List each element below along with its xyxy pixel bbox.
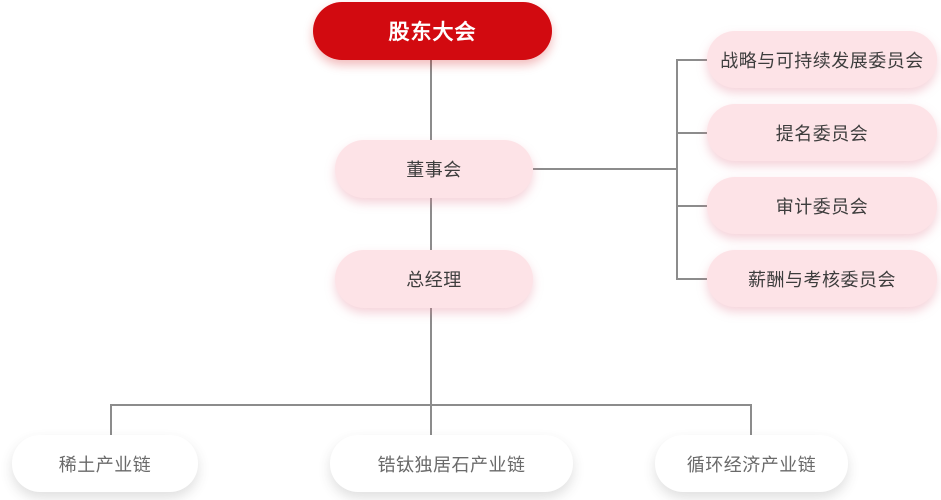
connector-bus-to-chain-2: [430, 404, 432, 435]
node-shareholders-meeting: 股东大会: [313, 2, 552, 60]
connector-bus-to-chain-3: [750, 404, 752, 435]
connector-bracket-vertical: [676, 59, 678, 280]
node-committee-nomination: 提名委员会: [707, 104, 937, 161]
node-chain-circular-economy: 循环经济产业链: [655, 435, 848, 492]
node-board-of-directors: 董事会: [335, 140, 533, 198]
connector-gm-to-bus: [430, 308, 432, 405]
connector-bracket-to-committee-1: [676, 59, 707, 61]
node-general-manager: 总经理: [335, 250, 533, 308]
connector-root-to-board: [430, 60, 432, 140]
node-chain-rare-earth: 稀土产业链: [12, 435, 198, 492]
node-committee-remuneration-assessment: 薪酬与考核委员会: [707, 250, 937, 307]
connector-bracket-to-committee-2: [676, 132, 707, 134]
node-committee-audit: 审计委员会: [707, 177, 937, 234]
connector-board-to-bracket: [533, 168, 678, 170]
node-committee-strategy-sustainability: 战略与可持续发展委员会: [707, 31, 937, 88]
connector-board-to-gm: [430, 198, 432, 250]
connector-bracket-to-committee-3: [676, 205, 707, 207]
connector-bus-to-chain-1: [110, 404, 112, 435]
node-chain-zirconium-titanium-monazite: 锆钛独居石产业链: [330, 435, 573, 492]
connector-bracket-to-committee-4: [676, 278, 707, 280]
